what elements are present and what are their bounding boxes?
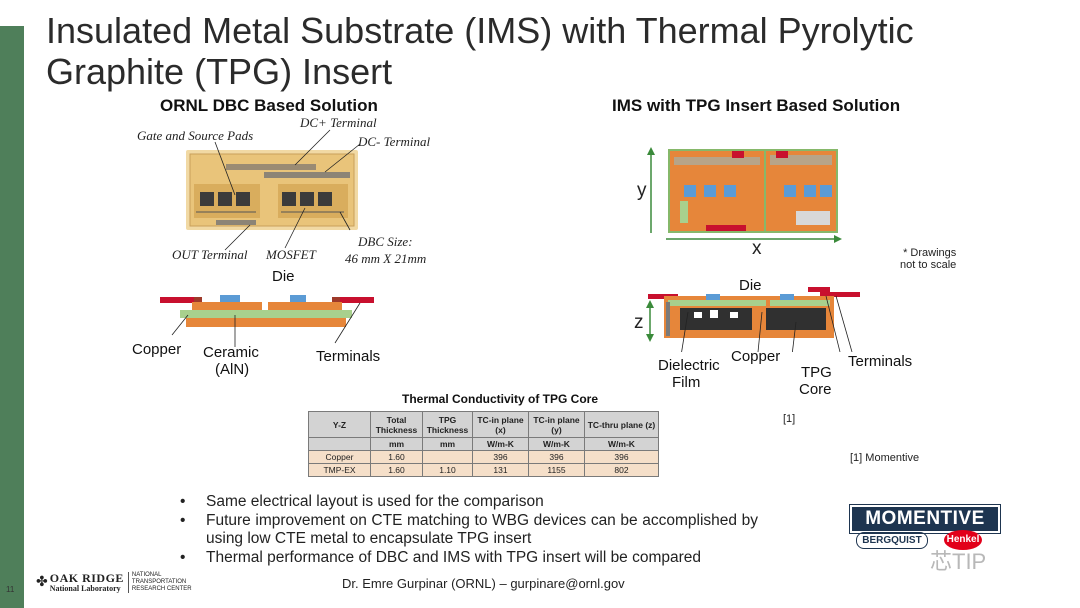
ornl-logo-oak-ridge: OAK RIDGE — [49, 571, 124, 585]
dbc-cross-section — [160, 295, 374, 347]
dbc-label-copper: Copper — [132, 341, 182, 358]
table-cell: 1155 — [528, 463, 585, 477]
bullet-dot-icon: • — [180, 512, 186, 529]
bullet-text: Thermal performance of DBC and IMS with … — [206, 549, 702, 566]
table-header-cell: TC-thru plane (z) — [584, 411, 659, 438]
ims-label-terminals: Terminals — [848, 353, 913, 370]
watermark-logo: 芯TIP — [930, 549, 987, 574]
ims-label-dielectric: Dielectric — [658, 357, 720, 374]
ims-top-view — [647, 147, 842, 243]
table-cell: 396 — [584, 450, 659, 464]
table-title: Thermal Conductivity of TPG Core — [402, 392, 599, 406]
table-cell: 1.60 — [370, 450, 423, 464]
table-cell: 396 — [472, 450, 529, 464]
table-header-row: Y-Z Total Thickness TPG Thickness TC-in … — [308, 411, 659, 438]
table-cell: TMP-EX — [308, 463, 371, 477]
table-header-cell: Total Thickness — [370, 411, 423, 438]
henkel-logo: Henkel — [944, 530, 982, 550]
dbc-callout-lines — [214, 129, 361, 251]
slide-title-line1: Insulated Metal Substrate (IMS) with The… — [46, 10, 914, 51]
label-dbc-size: DBC Size: — [358, 234, 413, 249]
label-mosfet: MOSFET — [266, 247, 316, 262]
table-unit-cell: W/m-K — [472, 437, 529, 451]
oak-leaf-icon: ✤ — [36, 575, 48, 590]
label-out-terminal: OUT Terminal — [172, 247, 248, 262]
ornl-logo: ✤ OAK RIDGE National Laboratory NATIONAL… — [36, 572, 192, 593]
table-cell: 1.60 — [370, 463, 423, 477]
bullet-text: Future improvement on CTE matching to WB… — [206, 512, 758, 547]
thermal-conductivity-table: Y-Z Total Thickness TPG Thickness TC-in … — [308, 411, 659, 477]
dbc-module-photo — [186, 150, 358, 230]
dbc-label-aln: (AlN) — [215, 361, 250, 378]
axis-y-label: y — [637, 180, 647, 201]
bullet-dot-icon: • — [180, 549, 186, 566]
bullet-item: • Thermal performance of DBC and IMS with… — [180, 549, 758, 567]
table-cell: 396 — [528, 450, 585, 464]
bullet-list: • Same electrical layout is used for the … — [180, 493, 758, 568]
ims-label-film: Film — [672, 374, 701, 391]
label-gate-source-pads: Gate and Source Pads — [137, 128, 254, 143]
table-unit-cell: mm — [370, 437, 423, 451]
dbc-label-ceramic: Ceramic — [203, 344, 259, 361]
ims-label-copper: Copper — [731, 348, 781, 365]
ntrc-logo: NATIONAL TRANSPORTATION RESEARCH CENTER — [127, 572, 192, 593]
reference-note: [1] Momentive — [850, 452, 920, 464]
slide-accent-bar — [0, 26, 24, 608]
ornl-logo-lab: National Laboratory — [49, 584, 121, 593]
table-header-cell: TC-in plane (x) — [472, 411, 529, 438]
slide-title-line2: Graphite (TPG) Insert — [46, 51, 393, 92]
page-number: 11 — [6, 585, 15, 594]
ims-cross-section — [646, 287, 860, 352]
table-row: Copper 1.60 396 396 396 — [308, 450, 659, 464]
drawing-scale-note: * Drawings not to scale — [900, 247, 957, 271]
momentive-logo: MOMENTIVE — [849, 504, 1001, 534]
table-unit-cell — [308, 437, 371, 451]
dbc-label-die: Die — [272, 268, 295, 285]
table-header-cell: TPG Thickness — [422, 411, 473, 438]
axis-x-label: x — [752, 238, 762, 259]
slide-title: Insulated Metal Substrate (IMS) with The… — [46, 10, 1046, 92]
table-unit-cell: mm — [422, 437, 473, 451]
footer-author: Dr. Emre Gurpinar (ORNL) – gurpinare@orn… — [342, 576, 625, 591]
table-cell: 802 — [584, 463, 659, 477]
bullet-item: • Same electrical layout is used for the … — [180, 493, 758, 511]
reference-mark: [1] — [783, 413, 796, 425]
label-dbc-dimensions: 46 mm X 21mm — [345, 251, 427, 266]
table-unit-cell: W/m-K — [584, 437, 659, 451]
table-cell: 131 — [472, 463, 529, 477]
bullet-item: • Future improvement on CTE matching to W… — [180, 512, 758, 548]
table-cell: 1.10 — [422, 463, 473, 477]
ims-label-die: Die — [739, 277, 762, 294]
left-panel-heading: ORNL DBC Based Solution — [160, 96, 378, 115]
label-dc-minus-terminal: DC- Terminal — [358, 134, 431, 149]
bullet-text: Same electrical layout is used for the c… — [206, 493, 544, 510]
table-cell — [422, 450, 473, 464]
table-unit-row: mm mm W/m-K W/m-K W/m-K — [308, 437, 659, 451]
bullet-dot-icon: • — [180, 493, 186, 510]
ims-label-core: Core — [799, 381, 832, 398]
table-header-cell: TC-in plane (y) — [528, 411, 585, 438]
bergquist-logo: BERGQUIST — [856, 532, 928, 549]
dbc-label-terminals: Terminals — [316, 348, 381, 365]
table-unit-cell: W/m-K — [528, 437, 585, 451]
table-header-cell: Y-Z — [308, 411, 371, 438]
label-dc-plus-terminal: DC+ Terminal — [300, 115, 377, 130]
right-panel-heading: IMS with TPG Insert Based Solution — [612, 96, 901, 115]
table-cell: Copper — [308, 450, 371, 464]
ims-label-tpg: TPG — [801, 364, 832, 381]
table-row: TMP-EX 1.60 1.10 131 1155 802 — [308, 463, 659, 477]
axis-z-label: z — [634, 312, 644, 333]
